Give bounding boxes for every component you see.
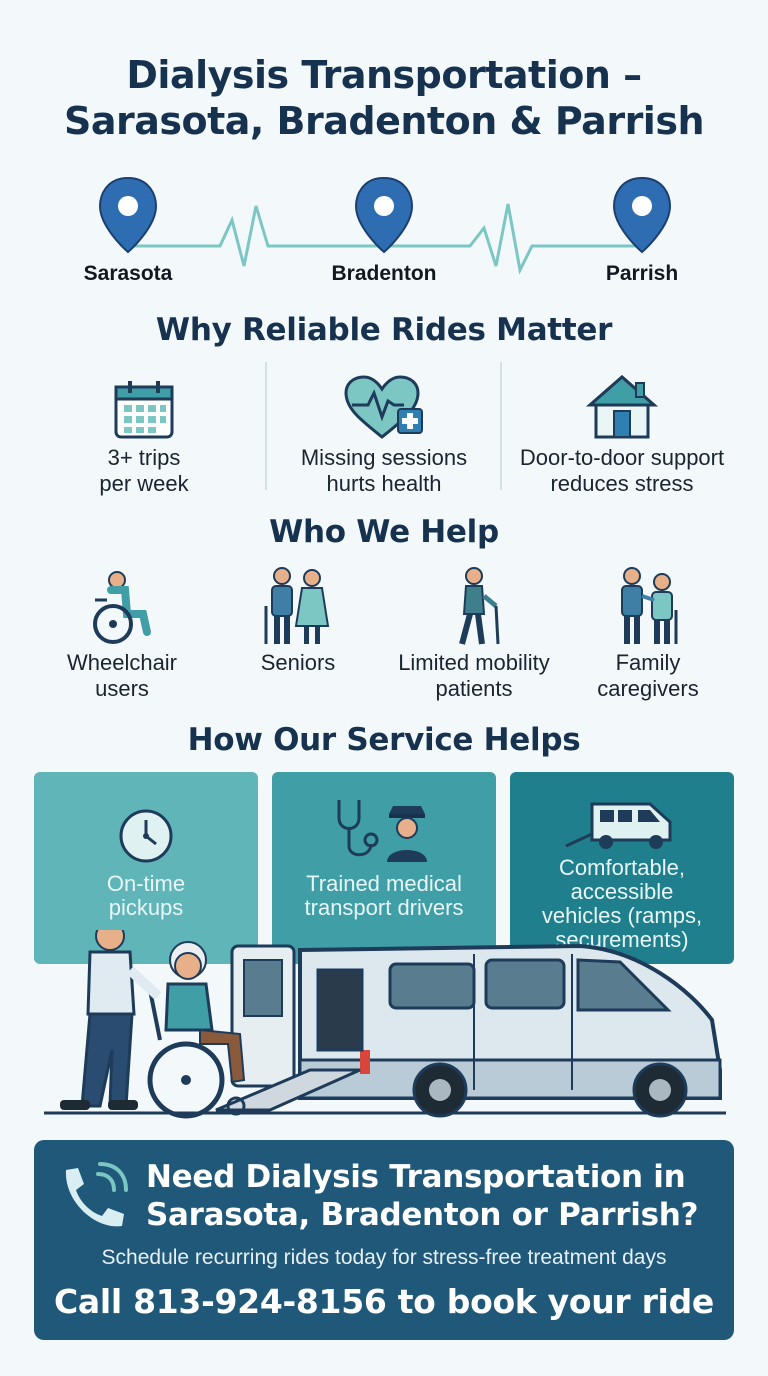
van-scene-illustration — [44, 930, 726, 1119]
wheelchair-ramp — [215, 1068, 361, 1112]
driver-illustration — [60, 930, 162, 1110]
senior-in-wheelchair — [147, 941, 246, 1119]
why-heading: Why Reliable Rides Matter — [155, 312, 613, 348]
divider — [265, 362, 267, 490]
city-label-parrish: Parrish — [605, 262, 679, 285]
heart-health-icon — [344, 375, 423, 439]
who-text: Family caregivers — [597, 650, 699, 701]
pin-icon-sarasota — [98, 176, 158, 254]
cta-headline-line-1: Need Dialysis Transportation in — [146, 1159, 686, 1195]
who-text: Seniors — [260, 650, 336, 675]
title-line-1: Dialysis Transportation – — [126, 53, 642, 97]
who-limited-mobility: Limited mobility patients — [384, 562, 564, 702]
service-card-ontime: On-time pickups — [34, 772, 258, 964]
clock-icon — [119, 809, 173, 863]
who-text: Wheelchair users — [66, 650, 178, 701]
reason-health: Missing sessions hurts health — [266, 365, 502, 497]
who-text: Limited mobility patients — [398, 650, 550, 701]
pin-icon-bradenton — [354, 176, 414, 254]
caregiver-icon — [621, 567, 678, 644]
calendar-icon — [114, 381, 174, 439]
pin-icon-parrish — [612, 176, 672, 254]
seniors-icon — [264, 567, 330, 644]
call-phone-number[interactable]: Call 813-924-8156 to book your ride — [54, 1282, 714, 1321]
who-wheelchair: Wheelchair users — [32, 562, 212, 702]
house-icon — [586, 375, 658, 439]
service-card-vehicles: Comfortable, accessible vehicles (ramps,… — [510, 772, 734, 964]
page-title: Dialysis Transportation – Sarasota, Brad… — [0, 52, 768, 144]
heartbeat-line — [130, 203, 640, 275]
route-map — [98, 176, 672, 275]
reason-text: 3+ trips per week — [99, 445, 189, 496]
cta-subtext: Schedule recurring rides today for stres… — [101, 1246, 667, 1269]
card-text: Comfortable, accessible vehicles (ramps,… — [541, 855, 703, 952]
cta-headline: Need Dialysis Transportation in Sarasota… — [146, 1158, 726, 1234]
who-heading: Who We Help — [269, 514, 499, 550]
van-ramp-icon — [565, 802, 672, 849]
reason-door: Door-to-door support reduces stress — [504, 365, 740, 497]
cane-walker-icon — [459, 567, 500, 645]
who-seniors: Seniors — [208, 562, 388, 676]
reason-trips: 3+ trips per week — [26, 365, 262, 497]
phone-icon — [65, 1162, 128, 1227]
cta-headline-line-2: Sarasota, Bradenton or Parrish? — [146, 1197, 699, 1233]
how-heading: How Our Service Helps — [187, 722, 581, 758]
reason-text: Missing sessions hurts health — [300, 445, 468, 496]
city-label-sarasota: Sarasota — [83, 262, 173, 285]
divider — [500, 362, 502, 490]
service-card-drivers: Trained medical transport drivers — [272, 772, 496, 964]
call-to-action-panel: Need Dialysis Transportation in Sarasota… — [34, 1140, 734, 1340]
who-caregivers: Family caregivers — [558, 562, 738, 702]
reason-text: Door-to-door support reduces stress — [519, 445, 725, 496]
card-text: On-time pickups — [106, 871, 186, 920]
card-text: Trained medical transport drivers — [304, 871, 464, 920]
wheelchair-user-icon — [93, 571, 151, 644]
driver-stethoscope-icon — [337, 800, 427, 862]
rear-door-opening — [316, 968, 364, 1052]
title-line-2: Sarasota, Bradenton & Parrish — [63, 99, 705, 143]
tail-light — [360, 1050, 370, 1074]
city-label-bradenton: Bradenton — [331, 262, 437, 285]
van-illustration — [215, 943, 722, 1118]
